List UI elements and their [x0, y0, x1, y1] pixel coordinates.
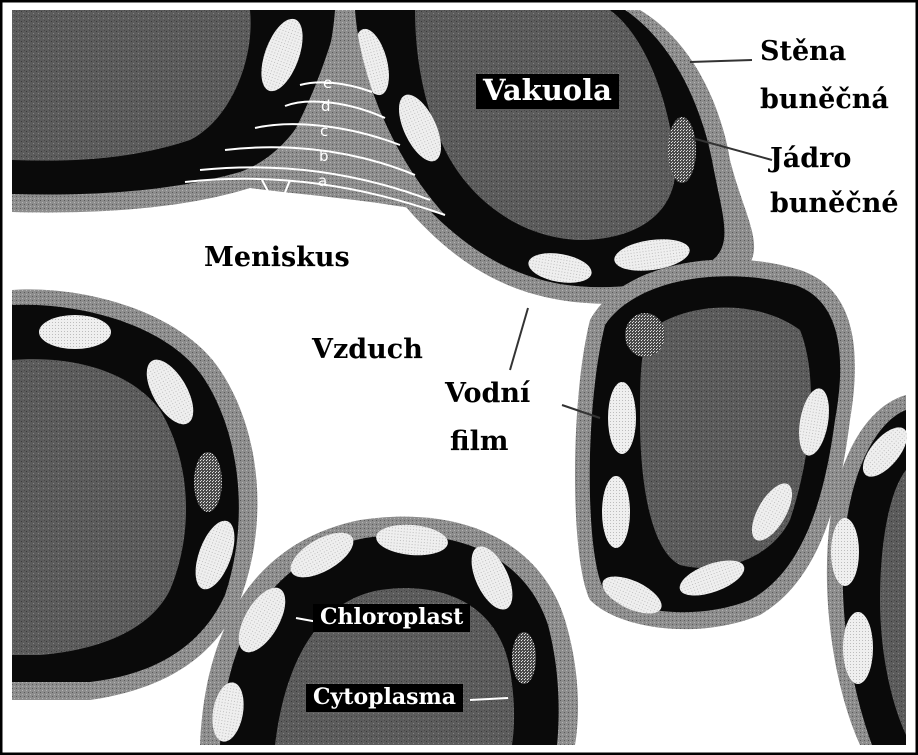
label-stena-line2: buněčná: [760, 86, 889, 113]
meniscus-level-b: b: [319, 149, 329, 164]
label-cytoplasma: Cytoplasma: [306, 684, 463, 712]
label-vzduch: Vzduch: [312, 336, 423, 363]
label-jadro-line1: Jádro: [770, 145, 851, 172]
meniscus-level-a: a: [318, 174, 327, 189]
label-jadro-line2: buněčné: [770, 190, 899, 217]
meniscus-level-c: c: [320, 124, 328, 139]
label-vodni-line2: film: [450, 428, 508, 455]
label-vakuola: Vakuola: [476, 74, 619, 109]
label-chloroplast: Chloroplast: [313, 604, 470, 632]
label-vodni-line1: Vodní: [445, 380, 530, 407]
meniscus-level-d: d: [321, 99, 331, 114]
nucleus-shape: [668, 117, 696, 183]
meniscus-level-e: e: [323, 76, 332, 91]
label-meniskus: Meniskus: [204, 244, 350, 271]
label-stena-line1: Stěna: [760, 38, 846, 65]
